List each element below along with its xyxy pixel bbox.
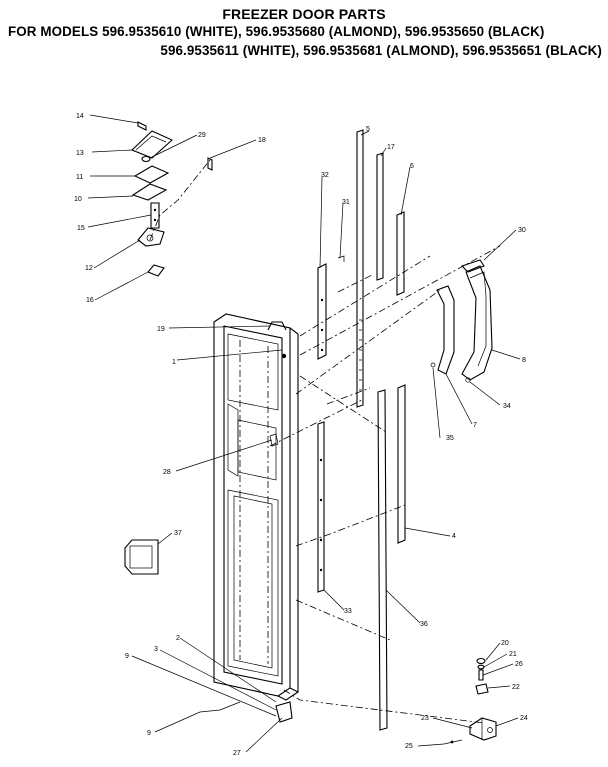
callout-33: 33 bbox=[344, 608, 352, 615]
part-13-hinge-cover bbox=[130, 130, 173, 159]
part-7-handle-trim bbox=[436, 285, 455, 375]
part-4-trim-strip bbox=[397, 384, 406, 544]
part-32-bracket bbox=[317, 263, 327, 360]
callout-4: 4 bbox=[452, 533, 456, 540]
part-21-washer bbox=[477, 664, 485, 670]
leader-lines bbox=[87, 114, 521, 753]
callout-17: 17 bbox=[387, 144, 395, 151]
part-31-screw bbox=[337, 255, 345, 262]
callout-19: 19 bbox=[157, 326, 165, 333]
part-26-pin bbox=[478, 669, 484, 681]
callout-2: 2 bbox=[176, 635, 180, 642]
part-30-handle-cap bbox=[460, 259, 485, 273]
callout-30: 30 bbox=[518, 227, 526, 234]
part-37-nameplate bbox=[124, 539, 159, 575]
callout-14: 14 bbox=[76, 113, 84, 120]
callout-35: 35 bbox=[446, 435, 454, 442]
callout-28: 28 bbox=[163, 469, 171, 476]
models-line-2: 596.9535611 (WHITE), 596.9535681 (ALMOND… bbox=[160, 43, 602, 58]
alignment-lines bbox=[149, 159, 501, 724]
part-10-shim bbox=[131, 183, 168, 201]
callout-29: 29 bbox=[198, 132, 206, 139]
models-line-1: FOR MODELS 596.9535610 (WHITE), 596.9535… bbox=[8, 24, 545, 39]
callout-36: 36 bbox=[420, 621, 428, 628]
upper-right-parts bbox=[317, 129, 493, 408]
part-34-screw bbox=[465, 377, 471, 383]
upper-hinge-assembly bbox=[130, 121, 213, 277]
part-14-screw bbox=[137, 121, 147, 131]
lower-hinge-assembly bbox=[443, 657, 497, 745]
page-header: FREEZER DOOR PARTS FOR MODELS 596.953561… bbox=[0, 0, 608, 66]
callout-18: 18 bbox=[258, 137, 266, 144]
part-33-bracket bbox=[317, 421, 325, 593]
callout-20: 20 bbox=[501, 640, 509, 647]
lower-strips bbox=[317, 384, 406, 731]
callout-9-upper: 9 bbox=[125, 653, 129, 660]
callout-31: 31 bbox=[342, 199, 350, 206]
part-12-top-hinge bbox=[137, 227, 165, 247]
callout-37: 37 bbox=[174, 530, 182, 537]
callout-34: 34 bbox=[503, 403, 511, 410]
callout-24: 24 bbox=[520, 715, 528, 722]
callout-7: 7 bbox=[473, 422, 477, 429]
part-36-door-strip bbox=[377, 389, 388, 731]
callout-9-lower: 9 bbox=[147, 730, 151, 737]
callout-23: 23 bbox=[421, 715, 429, 722]
part-22-spacer bbox=[475, 683, 489, 695]
part-20-bushing bbox=[476, 657, 486, 665]
part-35-screw bbox=[430, 362, 436, 368]
callout-12: 12 bbox=[85, 265, 93, 272]
callout-labels: 14 13 29 11 18 10 15 12 16 5 17 6 32 31 … bbox=[74, 113, 528, 757]
callout-11: 11 bbox=[76, 174, 83, 181]
part-17-gasket-strip bbox=[376, 152, 384, 281]
callout-10: 10 bbox=[74, 196, 82, 203]
page-title: FREEZER DOOR PARTS bbox=[222, 6, 386, 22]
callout-6: 6 bbox=[410, 163, 414, 170]
callout-8: 8 bbox=[522, 357, 526, 364]
door-body bbox=[213, 313, 299, 723]
part-29-bushing bbox=[141, 155, 151, 163]
callout-26: 26 bbox=[515, 661, 523, 668]
callout-22: 22 bbox=[512, 684, 520, 691]
part-5-trim-strip bbox=[356, 129, 364, 408]
part-18-screw bbox=[207, 157, 213, 171]
callout-1: 1 bbox=[172, 359, 176, 366]
part-23-24-bottom-hinge bbox=[469, 717, 497, 741]
part-11-shim bbox=[133, 165, 170, 184]
callout-21: 21 bbox=[509, 651, 517, 658]
callout-32: 32 bbox=[321, 172, 329, 179]
callout-3: 3 bbox=[154, 646, 158, 653]
part-16-hinge-plate bbox=[147, 264, 165, 277]
callout-13: 13 bbox=[76, 150, 84, 157]
part-25-screw bbox=[443, 739, 463, 745]
callout-16: 16 bbox=[86, 297, 94, 304]
callout-25: 25 bbox=[405, 743, 413, 750]
callout-5: 5 bbox=[366, 126, 370, 133]
part-6-trim-strip bbox=[396, 211, 405, 296]
part-8-handle bbox=[461, 265, 493, 381]
callout-27: 27 bbox=[233, 750, 241, 757]
part-15-hinge-pin bbox=[150, 202, 160, 229]
callout-15: 15 bbox=[77, 225, 85, 232]
